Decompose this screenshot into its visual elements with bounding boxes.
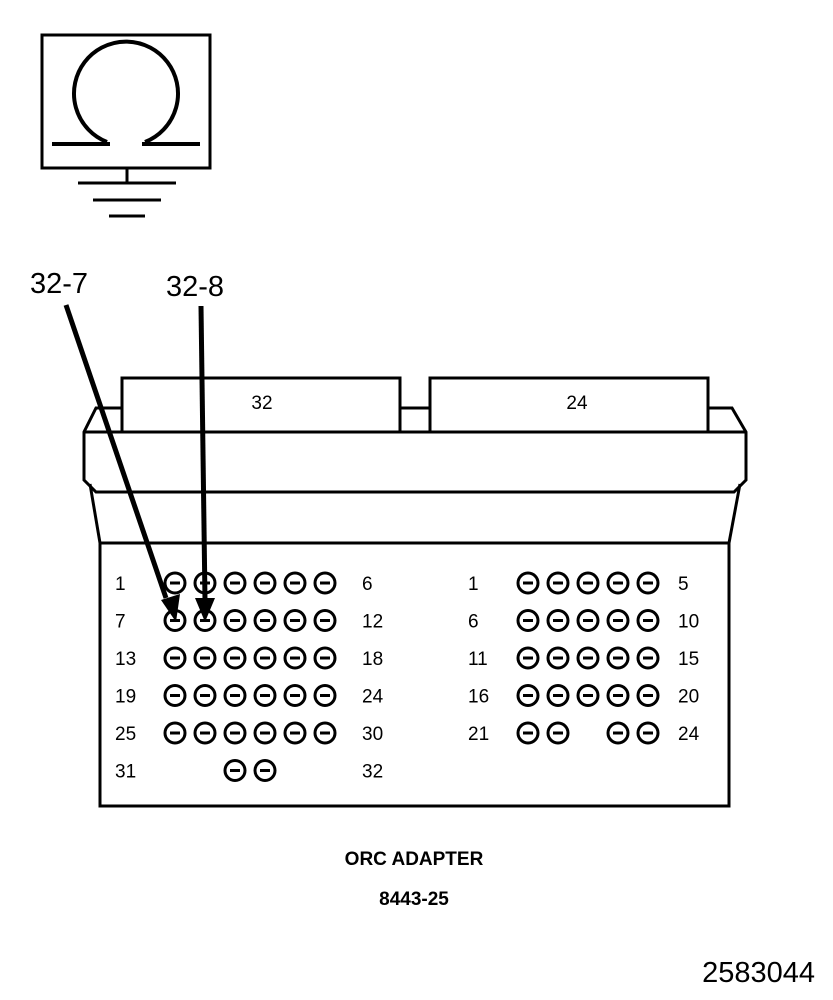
connector-32-label: 32 [251, 393, 272, 414]
pin-socket [606, 609, 630, 632]
pin-socket [606, 721, 630, 745]
pin-socket [636, 571, 660, 595]
pin-socket [163, 571, 187, 595]
ground-icon [78, 168, 176, 218]
connector-24-label: 24 [566, 393, 588, 414]
pin-socket [606, 571, 630, 595]
pin-socket [253, 721, 277, 745]
pin-row-end-label: 10 [678, 612, 699, 633]
callout-label-32-8: 32-8 [166, 271, 224, 303]
pin-socket [576, 646, 600, 670]
pin-socket [223, 609, 247, 632]
pin-socket [636, 646, 660, 670]
pin-socket [163, 684, 187, 707]
pin-socket [223, 571, 247, 595]
callout-arrow-32-8 [195, 305, 215, 622]
pin-socket [516, 609, 540, 632]
pin-socket [546, 571, 570, 595]
pin-socket [223, 646, 247, 670]
pin-socket [283, 721, 307, 745]
pin-row-start-label: 21 [468, 724, 489, 745]
ohmmeter-icon [40, 33, 212, 170]
pin-socket [516, 646, 540, 670]
pin-row-end-label: 18 [362, 649, 383, 670]
pin-socket [223, 684, 247, 707]
pin-socket [636, 721, 660, 745]
pin-socket [313, 721, 337, 745]
pin-socket [283, 571, 307, 595]
pin-row-end-label: 12 [362, 612, 383, 633]
pin-row-start-label: 1 [115, 574, 126, 595]
pin-row-start-label: 16 [468, 687, 489, 708]
pin-socket [516, 571, 540, 595]
pin-socket [313, 571, 337, 595]
pin-socket [193, 646, 217, 670]
pin-row-start-label: 1 [468, 574, 479, 595]
pin-socket [546, 721, 570, 745]
pin-socket [313, 684, 337, 707]
pin-socket [253, 609, 277, 632]
pin-socket [283, 609, 307, 632]
pin-socket [253, 684, 277, 707]
pin-socket [313, 646, 337, 670]
pin-socket [283, 646, 307, 670]
pin-row-start-label: 19 [115, 687, 136, 708]
pin-socket [516, 721, 540, 745]
pin-row-end-label: 20 [678, 687, 699, 708]
pin-socket [163, 721, 187, 745]
pin-socket [606, 684, 630, 707]
pin-socket [313, 609, 337, 632]
adapter-part-number: 8443-25 [379, 889, 449, 910]
pin-socket [193, 721, 217, 745]
pin-socket [516, 684, 540, 707]
pin-row-start-label: 13 [115, 649, 136, 670]
connector-24-header [428, 376, 710, 434]
pin-socket [163, 646, 187, 670]
pin-socket [546, 609, 570, 632]
pin-socket [636, 684, 660, 707]
pin-row-start-label: 6 [468, 612, 479, 633]
pin-socket [576, 609, 600, 632]
pin-socket [223, 721, 247, 745]
pin-socket [546, 646, 570, 670]
pin-row-start-label: 31 [115, 762, 136, 783]
pin-socket [223, 759, 247, 782]
pin-row-start-label: 7 [115, 612, 126, 633]
left-pin-block: 1 6 7 12 13 18 19 24 25 30 31 32 [115, 571, 384, 783]
pin-row-end-label: 6 [362, 574, 373, 595]
pin-socket [576, 684, 600, 707]
pin-socket [636, 609, 660, 632]
adapter-title: ORC ADAPTER [345, 849, 484, 870]
pin-row-start-label: 11 [468, 649, 488, 670]
pin-row-end-label: 32 [362, 762, 383, 783]
figure-number: 2583044 [702, 957, 815, 989]
pin-socket [606, 646, 630, 670]
pin-socket [546, 684, 570, 707]
pin-row-end-label: 5 [678, 574, 689, 595]
pin-row-end-label: 24 [678, 724, 700, 745]
pin-row-start-label: 25 [115, 724, 136, 745]
pin-socket [283, 684, 307, 707]
pin-socket [576, 571, 600, 595]
pin-row-end-label: 30 [362, 724, 383, 745]
pin-socket [253, 646, 277, 670]
callout-label-32-7: 32-7 [30, 268, 88, 300]
pin-socket [193, 684, 217, 707]
pin-socket [253, 759, 277, 782]
pin-row-end-label: 15 [678, 649, 699, 670]
callout-arrow-32-7 [63, 304, 180, 622]
pin-socket [253, 571, 277, 595]
pin-row-end-label: 24 [362, 687, 384, 708]
